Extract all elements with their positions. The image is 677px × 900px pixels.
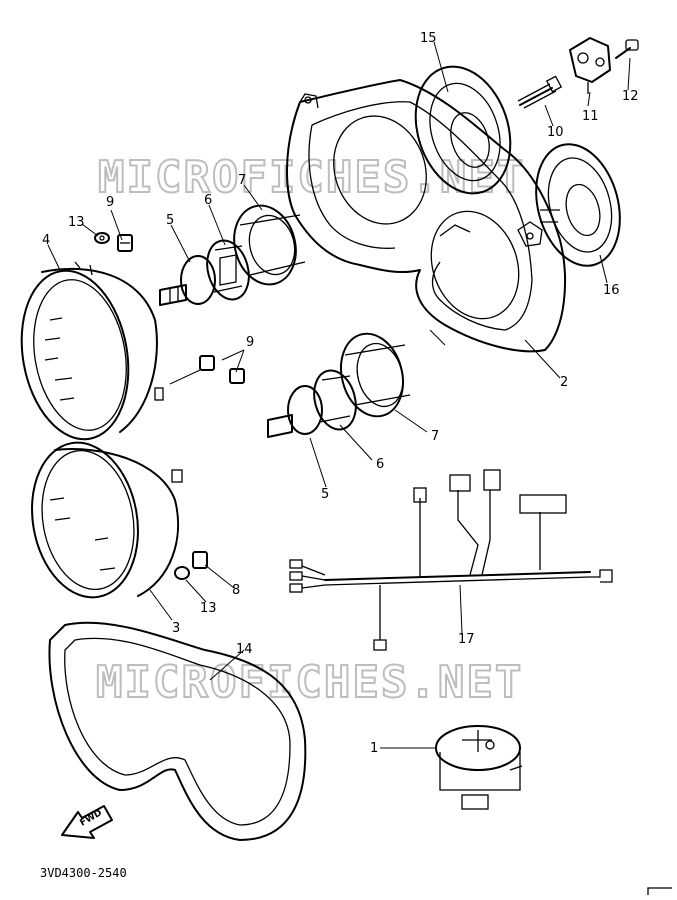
callout-6-upper: 6: [204, 193, 212, 208]
washer-13-upper: [94, 232, 110, 244]
callout-16: 16: [603, 283, 620, 298]
diagram-code: 3VD4300-2540: [40, 866, 127, 880]
callout-1: 1: [370, 741, 378, 756]
watermark-bottom: MICROFICHES.NET: [96, 657, 523, 708]
bulb-holder-6-lower: [313, 369, 357, 431]
bolt-10: [517, 75, 563, 109]
callout-9-lower: 9: [246, 335, 254, 350]
callout-12: 12: [622, 89, 639, 104]
gasket-14: [48, 621, 307, 841]
callout-8: 8: [232, 583, 240, 598]
socket-cover-7-upper: [233, 204, 306, 286]
callout-7-lower: 7: [431, 429, 439, 444]
socket-cover-7-lower: [340, 332, 411, 418]
headlight-housing: [286, 79, 566, 353]
fwd-arrow-icon: FWD: [61, 805, 113, 839]
callout-15: 15: [420, 31, 437, 46]
bulb-holder-6-upper: [206, 239, 250, 301]
screw-12: [615, 39, 639, 59]
washer-13-lower: [174, 566, 190, 580]
meter-assembly-1: [435, 725, 523, 810]
bolt-8: [192, 551, 208, 569]
bulb-5-lower: [267, 385, 323, 438]
wire-harness-17: [289, 469, 613, 651]
callout-7-upper: 7: [238, 173, 246, 188]
callout-14: 14: [236, 642, 253, 657]
callout-11: 11: [582, 109, 599, 124]
callout-2: 2: [560, 375, 568, 390]
bracket-11: [569, 37, 611, 94]
meter-cup-16: [535, 143, 621, 267]
callout-5-upper: 5: [166, 213, 174, 228]
callout-13-lower: 13: [200, 601, 217, 616]
bulb-5-upper: [159, 255, 216, 306]
bolt-9-upper: [117, 234, 133, 252]
callout-6-lower: 6: [376, 457, 384, 472]
callout-17: 17: [458, 632, 475, 647]
headlight-4: [20, 261, 164, 441]
headlight-3: [31, 441, 183, 599]
meter-cup-15: [414, 65, 512, 195]
callout-3: 3: [172, 621, 180, 636]
bolts-9-lower: [169, 355, 245, 385]
callout-9-upper: 9: [106, 195, 114, 210]
callout-10: 10: [547, 125, 564, 140]
callout-5-lower: 5: [321, 487, 329, 502]
leader-lines: [47, 41, 631, 749]
callout-numbers: 1 2 3 4 5 5 6 6 7 7 8 9 9 10 11 12 13 13…: [42, 31, 639, 756]
callout-13-upper: 13: [68, 215, 85, 230]
corner-mark: [647, 887, 672, 895]
callout-4: 4: [42, 233, 50, 248]
